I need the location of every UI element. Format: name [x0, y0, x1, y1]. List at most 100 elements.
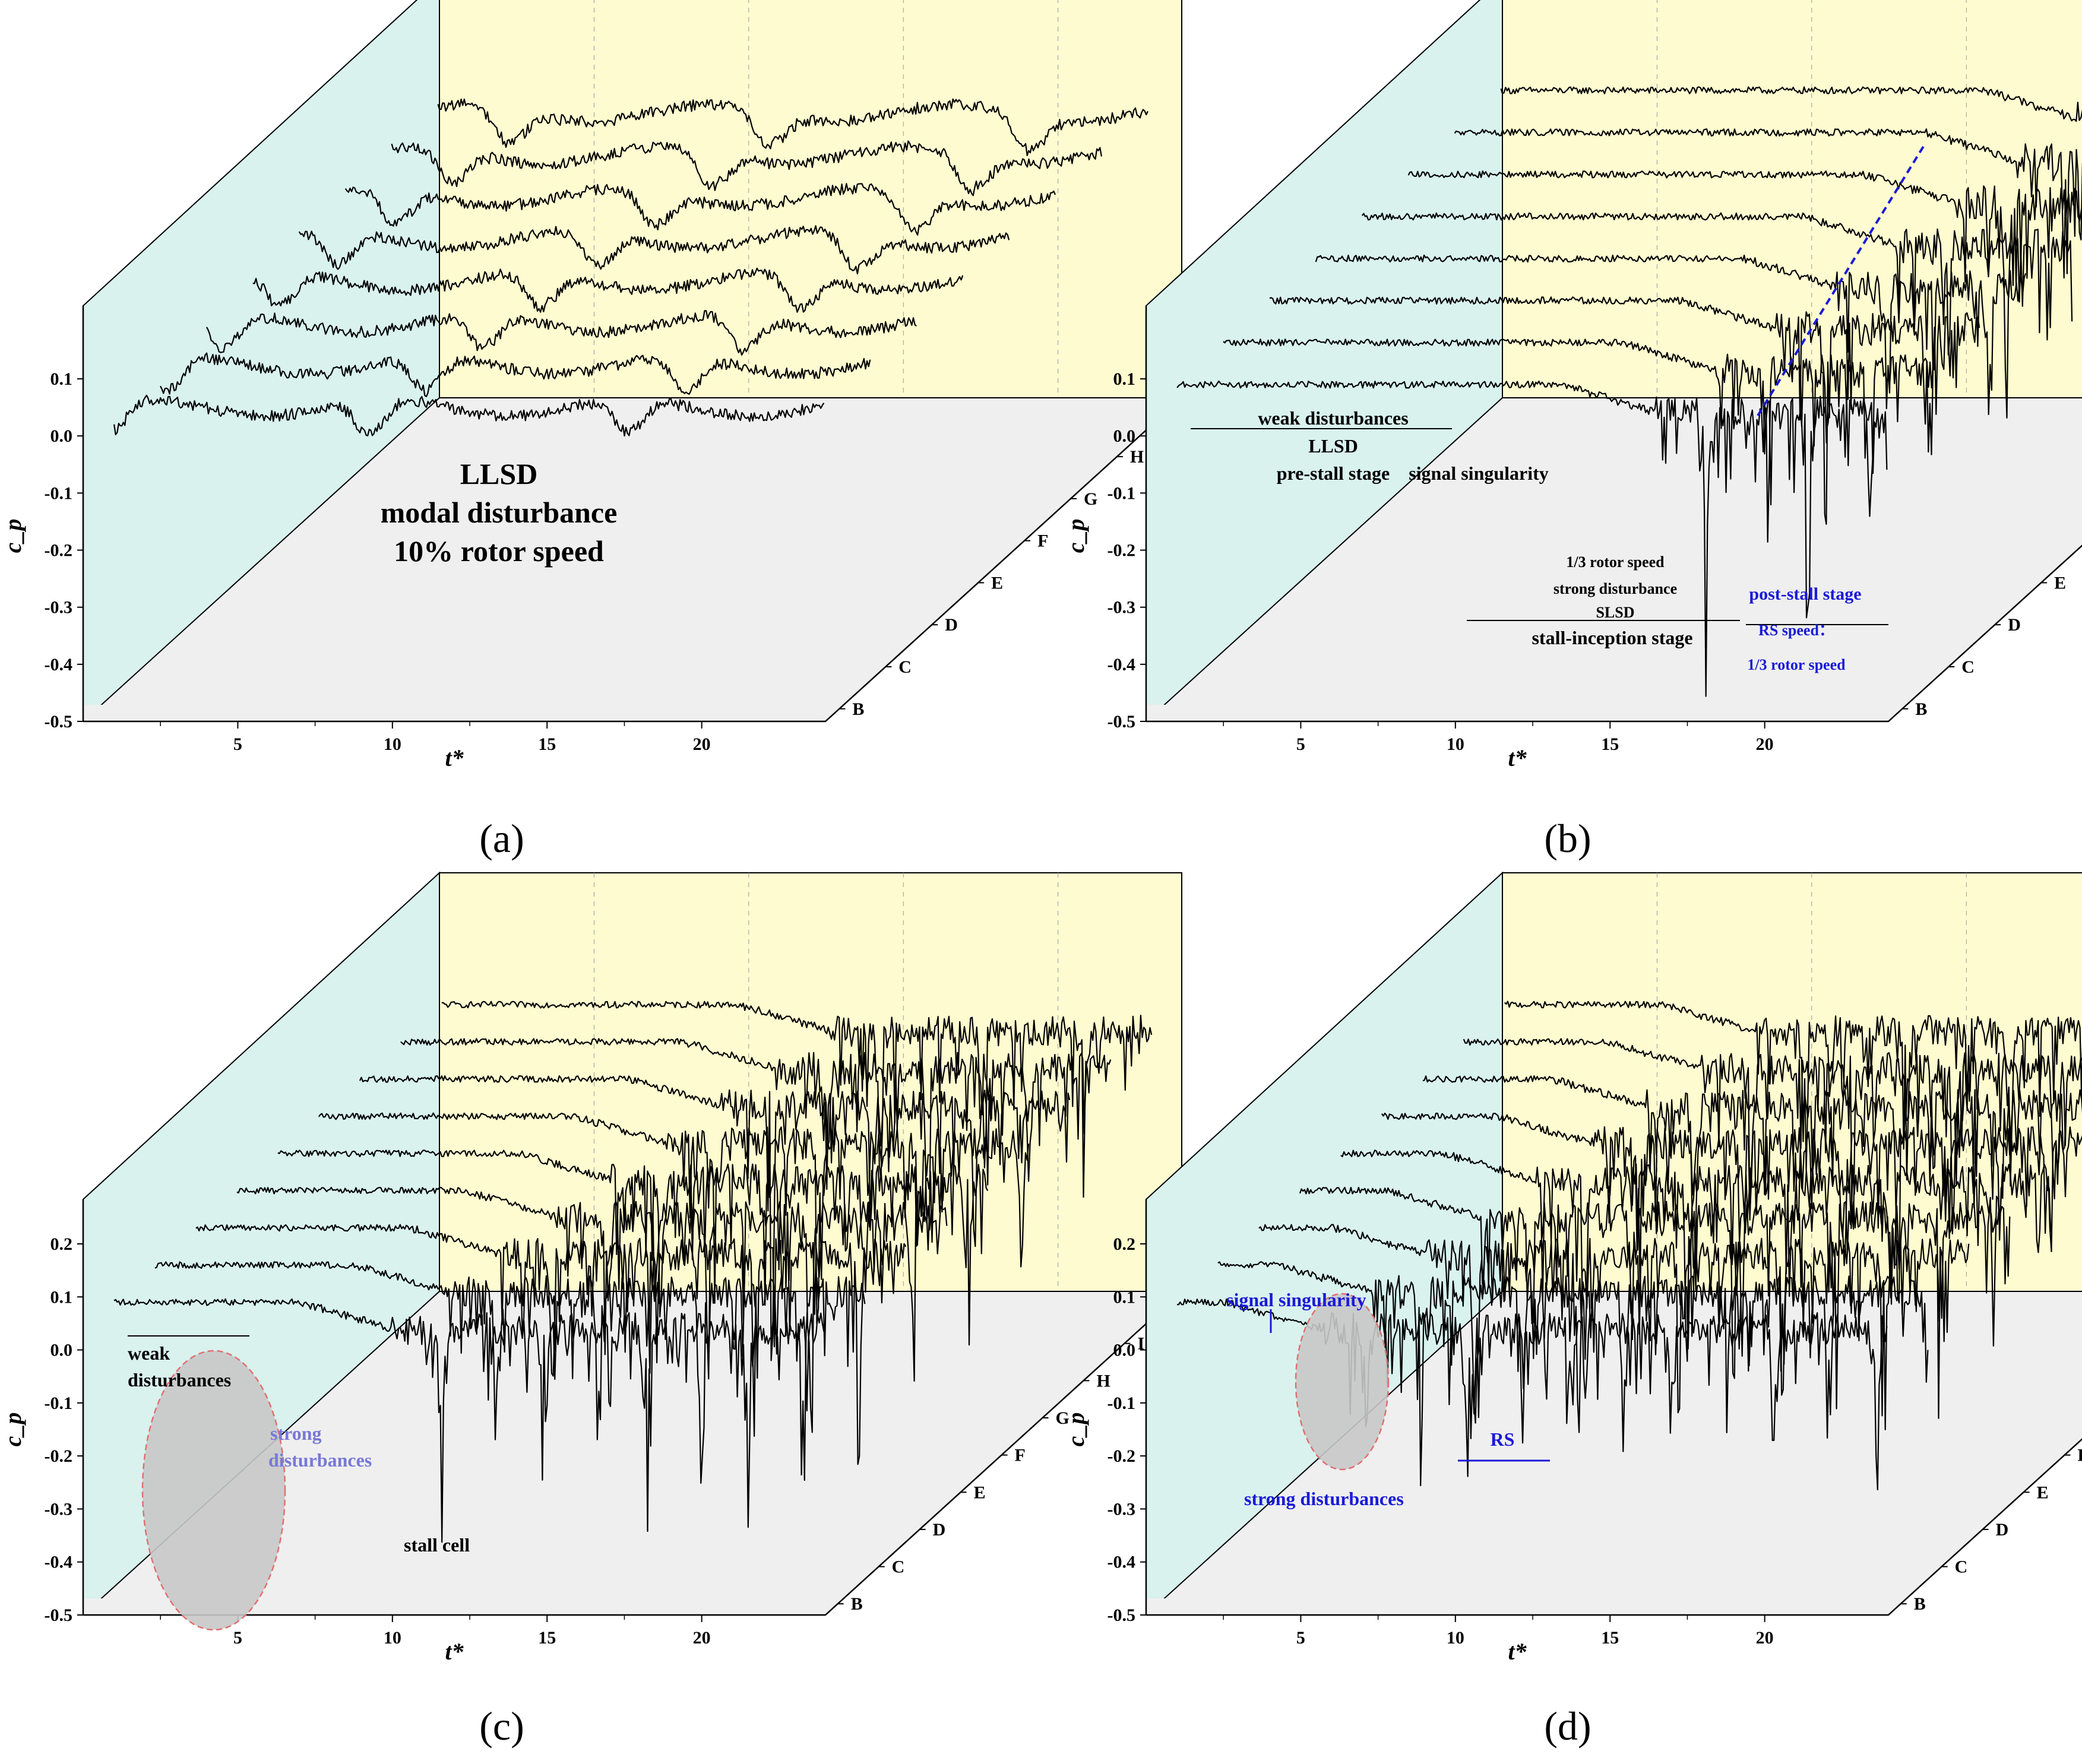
- annotation-text: strong disturbance: [1553, 580, 1677, 597]
- trace-line: [441, 1000, 1153, 1198]
- panel-caption: (a): [479, 816, 524, 861]
- y-tick-label: -0.3: [45, 598, 73, 617]
- trace-line: [1217, 1261, 1929, 1487]
- x-tick-label: 5: [1296, 734, 1305, 754]
- annotation-text: LLSD: [1308, 435, 1358, 457]
- x-tick-label: 20: [693, 734, 711, 754]
- annotation-text: stall-inception stage: [1532, 627, 1692, 648]
- trace-line: [236, 1186, 948, 1433]
- annotation-text: 1/3 rotor speed: [1747, 656, 1846, 673]
- depth-tick-label: D: [1996, 1520, 2009, 1540]
- y-tick-label: -0.1: [1108, 483, 1136, 503]
- y-tick-label: -0.5: [1108, 1605, 1136, 1625]
- depth-tick-label: F: [2078, 1446, 2082, 1465]
- x-tick-label: 20: [693, 1628, 711, 1648]
- annotation-text: disturbances: [128, 1369, 231, 1391]
- y-tick-label: 0.1: [50, 1287, 73, 1307]
- x-tick-label: 15: [538, 1628, 556, 1648]
- trace-line: [1299, 1186, 2011, 1419]
- floor-strip: [83, 705, 825, 721]
- strong-disturbance-ellipse: [1295, 1293, 1390, 1471]
- annotation-text: modal disturbance: [381, 496, 618, 529]
- annotation-text: 10% rotor speed: [394, 534, 604, 568]
- depth-tick-label: B: [1914, 1594, 1926, 1614]
- y-tick-label: -0.5: [1108, 712, 1136, 731]
- depth-tick-label: E: [991, 573, 1003, 593]
- trace-line: [1176, 380, 1888, 697]
- depth-tick-label: F: [1037, 531, 1048, 551]
- trace-line: [205, 310, 917, 356]
- x-tick-label: 5: [233, 1628, 242, 1648]
- trace-line: [1463, 1038, 2082, 1235]
- trace-line: [113, 1298, 825, 1543]
- depth-tick-label: E: [974, 1483, 986, 1502]
- trace-line: [154, 1261, 866, 1484]
- depth-tick-label: D: [2008, 615, 2021, 635]
- x-tick-label: 5: [233, 734, 242, 754]
- floor-strip: [1146, 705, 1888, 721]
- trace-line: [400, 1038, 1112, 1251]
- depth-tick-label: B: [1915, 699, 1927, 719]
- trace-line: [1500, 86, 2082, 122]
- depth-tick-label: G: [1084, 489, 1097, 509]
- traces: [113, 1000, 1153, 1543]
- y-tick-label: 0.2: [50, 1234, 73, 1254]
- y-tick-label: 0.0: [1113, 426, 1136, 446]
- annotation-text: strong disturbances: [1244, 1488, 1404, 1509]
- y-tick-label: -0.3: [45, 1499, 73, 1519]
- y-tick-label: 0.0: [1113, 1341, 1136, 1360]
- trace-line: [1504, 1000, 2082, 1187]
- depth-tick-label: C: [892, 1557, 905, 1577]
- y-tick-label: -0.1: [45, 1394, 73, 1413]
- trace-line: [437, 98, 1148, 156]
- traces: [113, 98, 1148, 437]
- depth-axis-line: [1888, 1438, 2082, 1616]
- trace-line: [1422, 1075, 2082, 1304]
- trace-line: [160, 352, 871, 397]
- trace-line: [1315, 254, 2027, 416]
- y-tick-label: -0.5: [45, 712, 73, 731]
- annotation-text: stall cell: [404, 1534, 470, 1556]
- trace-line: [1407, 170, 2082, 419]
- x-axis-label: t*: [1508, 745, 1527, 771]
- x-axis-label: t*: [445, 1638, 464, 1665]
- annotation-text: pre-stall stage: [1277, 463, 1390, 484]
- x-tick-label: 20: [1756, 1628, 1774, 1648]
- annotation-text: signal singularity: [1409, 463, 1549, 484]
- annotation-text: RS: [1491, 1429, 1515, 1450]
- annotation-text: 1/3 rotor speed: [1566, 553, 1665, 571]
- depth-axis-line: [1888, 544, 2082, 722]
- trace-line: [1361, 212, 2073, 356]
- singularity-trend-line: [1757, 144, 1925, 417]
- depth-tick-label: C: [898, 657, 912, 677]
- depth-tick-label: E: [2054, 573, 2066, 593]
- y-tick-label: -0.1: [45, 483, 73, 503]
- y-axis-label: c_p: [0, 1413, 26, 1447]
- annotation-text: post-stall stage: [1749, 584, 1861, 604]
- annotation-text: weak: [128, 1342, 170, 1364]
- x-axis-label: t*: [445, 745, 464, 771]
- trace-line: [113, 394, 825, 437]
- y-tick-label: -0.4: [1108, 1553, 1136, 1572]
- x-tick-label: 15: [538, 734, 556, 754]
- annotation-text: LLSD: [460, 457, 538, 490]
- trace-line: [318, 1112, 1030, 1325]
- panel-caption: (b): [1544, 816, 1591, 861]
- annotation-text: strong: [270, 1423, 322, 1444]
- trace-line: [277, 1149, 989, 1346]
- trace-line: [1454, 128, 2082, 279]
- trace-line: [1177, 1298, 1888, 1491]
- depth-tick-label: I: [1137, 1334, 1144, 1354]
- x-tick-label: 10: [384, 734, 401, 754]
- back-wall: [1502, 872, 2082, 1292]
- trace-line: [1223, 338, 1934, 543]
- back-wall: [439, 0, 1182, 398]
- y-tick-label: -0.2: [45, 541, 73, 560]
- y-tick-label: -0.4: [45, 1553, 73, 1572]
- depth-tick-label: D: [933, 1520, 946, 1540]
- y-tick-label: 0.1: [1113, 1287, 1136, 1307]
- strong-disturbance-ellipse: [141, 1350, 286, 1631]
